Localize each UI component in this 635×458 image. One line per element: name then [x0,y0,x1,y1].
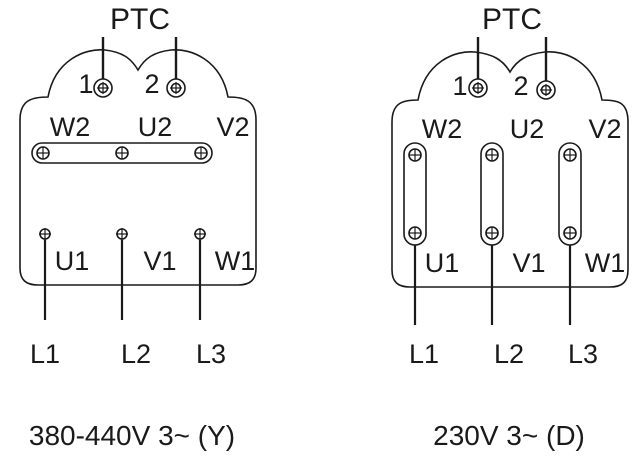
caption-star: 380-440V 3~ (Y) [29,420,235,451]
ptc-terminal-2-label: 2 [513,71,528,101]
terminal-label-v1: V1 [512,248,545,278]
ptc-label: PTC [110,3,170,36]
line-label-l2: L2 [121,339,151,369]
ptc-terminal-1-label: 1 [452,71,467,101]
terminal-v1 [485,226,499,240]
terminal-w1 [194,228,206,240]
ptc-label: PTC [482,3,542,36]
line-label-l3: L3 [196,339,226,369]
terminal-u2 [485,148,499,162]
terminal-label-v1: V1 [143,246,176,276]
line-label-l1: L1 [409,339,439,369]
terminal-v2 [563,148,577,162]
terminal-label-w1: W1 [215,246,256,276]
terminal-label-v2: V2 [216,112,249,142]
terminal-label-u1: U1 [55,246,90,276]
terminal-v2 [194,146,208,160]
line-label-l3: L3 [568,339,598,369]
terminal-label-u2: U2 [510,114,545,144]
ptc-terminal-2 [536,80,556,100]
ptc-terminal-1-label: 1 [78,69,93,99]
caption-delta: 230V 3~ (D) [433,420,585,451]
ptc-terminal-2 [166,78,186,98]
terminal-label-u1: U1 [425,248,460,278]
ptc-terminal-2-label: 2 [144,69,159,99]
delta-connection-diagram: PTC 1 2 W2 U2 V2 [391,3,629,451]
terminal-u1 [408,226,422,240]
terminal-box-outline [391,51,629,288]
ptc-terminal-1 [93,78,113,98]
line-label-l2: L2 [494,339,524,369]
ptc-terminal-1 [468,78,488,98]
terminal-u1 [39,228,51,240]
terminal-v1 [116,228,128,240]
terminal-label-w2: W2 [50,112,91,142]
terminal-w1 [563,226,577,240]
terminal-label-v2: V2 [588,114,621,144]
terminal-label-w1: W1 [585,248,626,278]
line-label-l1: L1 [30,339,60,369]
terminal-label-u2: U2 [138,112,173,142]
terminal-u2 [115,146,129,160]
terminal-box-outline [19,49,257,286]
terminal-w2 [408,148,422,162]
terminal-label-w2: W2 [422,114,463,144]
star-connection-diagram: PTC 1 2 W2 U2 V2 [19,3,257,451]
terminal-w2 [36,146,50,160]
